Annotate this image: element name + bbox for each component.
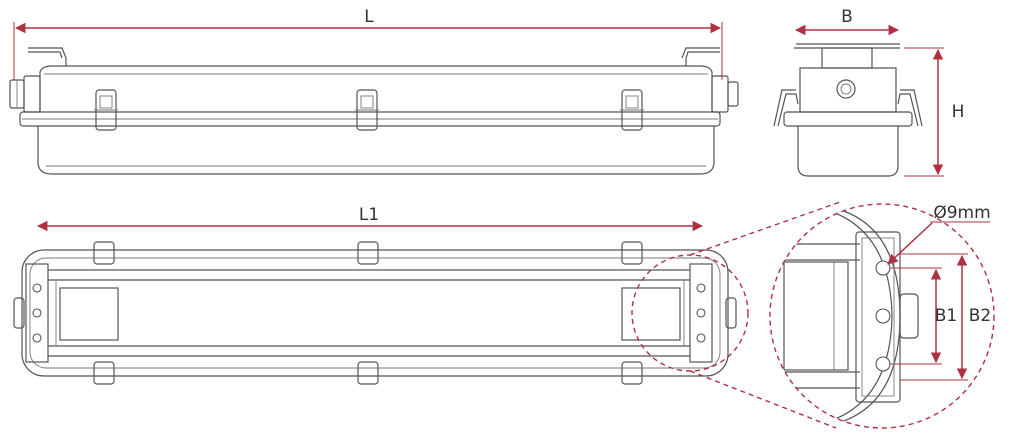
bottom-view: L1 xyxy=(13,201,841,429)
label-width: B xyxy=(841,7,853,27)
latch-clip xyxy=(355,89,379,131)
label-b2: B2 xyxy=(969,306,991,326)
latch-clip xyxy=(621,361,643,385)
side-view: L xyxy=(9,7,739,175)
latch-clip xyxy=(93,241,115,265)
latch-clip xyxy=(357,361,379,385)
cable-gland-left xyxy=(9,75,41,113)
label-b1: B1 xyxy=(935,306,957,326)
end-view: B H xyxy=(773,7,965,177)
label-height: H xyxy=(952,102,965,122)
label-length: L xyxy=(364,7,374,27)
latch-clip xyxy=(357,241,379,265)
latch-clip xyxy=(93,361,115,385)
latch-clip xyxy=(620,89,644,131)
detail-zoom-circle xyxy=(769,203,995,429)
label-l1: L1 xyxy=(359,205,379,225)
label-hole-diameter: Ø9mm xyxy=(933,203,990,223)
hole-callout-leader xyxy=(887,222,933,265)
latch-clip xyxy=(621,241,643,265)
detail-zoom: Ø9mm B1 B2 xyxy=(769,203,995,429)
latch-clip xyxy=(94,89,118,131)
cable-gland-right xyxy=(711,75,739,113)
